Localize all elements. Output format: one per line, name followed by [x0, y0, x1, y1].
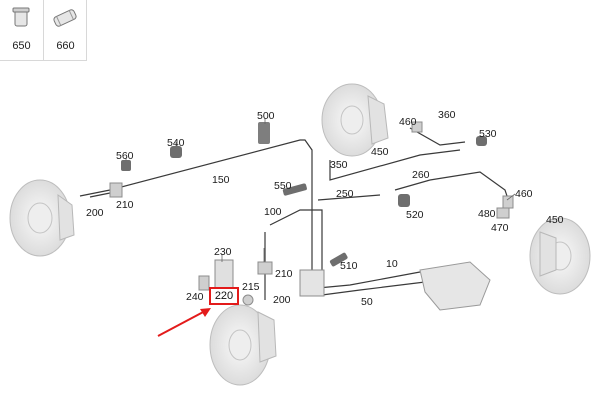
- callout-470[interactable]: 470: [491, 222, 509, 234]
- clip-550: [282, 183, 307, 196]
- callout-10[interactable]: 10: [386, 258, 398, 270]
- front-left-brake-disc: [9, 179, 75, 257]
- clip-500: [258, 122, 270, 144]
- callout-250[interactable]: 250: [336, 188, 354, 200]
- fitting-460-front: [411, 121, 423, 133]
- callout-200-right[interactable]: 200: [273, 294, 291, 306]
- sleeve-icon: [53, 9, 77, 27]
- callout-150[interactable]: 150: [212, 174, 230, 186]
- bracket-210-left: [109, 182, 123, 198]
- callout-100[interactable]: 100: [264, 206, 282, 218]
- parts: [109, 121, 514, 311]
- brake-line-10: [317, 271, 421, 289]
- callout-500[interactable]: 500: [257, 110, 275, 122]
- leader-lines: [125, 118, 516, 262]
- clip-510: [329, 252, 348, 267]
- clip-540: [170, 146, 182, 158]
- callout-260[interactable]: 260: [412, 169, 430, 181]
- bolt-240: [198, 275, 210, 291]
- callout-360[interactable]: 360: [438, 109, 456, 121]
- bolt-215: [242, 294, 254, 306]
- callout-50[interactable]: 50: [361, 296, 373, 308]
- legend-label: 650: [12, 40, 31, 52]
- callout-450-front[interactable]: 450: [371, 146, 389, 158]
- brake-line-350: [329, 149, 461, 181]
- callout-215[interactable]: 215: [242, 281, 260, 293]
- clip-520: [398, 194, 410, 207]
- brake-line-260: [394, 171, 511, 206]
- plug-icon: [12, 7, 30, 27]
- legend-item-660[interactable]: 660: [43, 0, 87, 60]
- legend-panel: 650 660: [0, 0, 87, 61]
- clip-530: [476, 136, 487, 146]
- brake-line-100: [269, 209, 323, 285]
- brake-line-50: [321, 281, 426, 296]
- callout-210-left[interactable]: 210: [116, 199, 134, 211]
- callout-240[interactable]: 240: [186, 291, 204, 303]
- brake-hose-bracket-230: [214, 259, 234, 291]
- bracket-210-right: [257, 261, 273, 275]
- brake-line-360: [409, 127, 466, 146]
- callout-220-highlighted[interactable]: 220: [209, 287, 239, 305]
- callout-210-right[interactable]: 210: [275, 268, 293, 280]
- distributor-block: [299, 269, 325, 297]
- part-480: [496, 207, 510, 219]
- fitting-460-rear: [502, 195, 514, 209]
- abs-unit: [419, 261, 491, 311]
- callout-530[interactable]: 530: [479, 128, 497, 140]
- clip-560: [121, 160, 131, 171]
- rear-right-brake-disc: [529, 217, 591, 295]
- rear-left-brake-disc: [209, 304, 277, 386]
- callout-510[interactable]: 510: [340, 260, 358, 272]
- callout-350[interactable]: 350: [330, 159, 348, 171]
- callout-450-rear[interactable]: 450: [546, 214, 564, 226]
- callout-560[interactable]: 560: [116, 150, 134, 162]
- brake-line-250: [317, 194, 381, 201]
- callout-460-rear[interactable]: 460: [515, 188, 533, 200]
- callout-200-left[interactable]: 200: [86, 207, 104, 219]
- callout-460-front[interactable]: 460: [399, 116, 417, 128]
- callout-550[interactable]: 550: [274, 180, 292, 192]
- legend-item-650[interactable]: 650: [0, 0, 43, 60]
- callout-230[interactable]: 230: [214, 246, 232, 258]
- callout-520[interactable]: 520: [406, 209, 424, 221]
- legend-label: 660: [56, 40, 75, 52]
- front-right-brake-disc: [321, 83, 389, 157]
- highlight-arrow: [157, 308, 211, 337]
- callout-540[interactable]: 540: [167, 137, 185, 149]
- callout-480[interactable]: 480: [478, 208, 496, 220]
